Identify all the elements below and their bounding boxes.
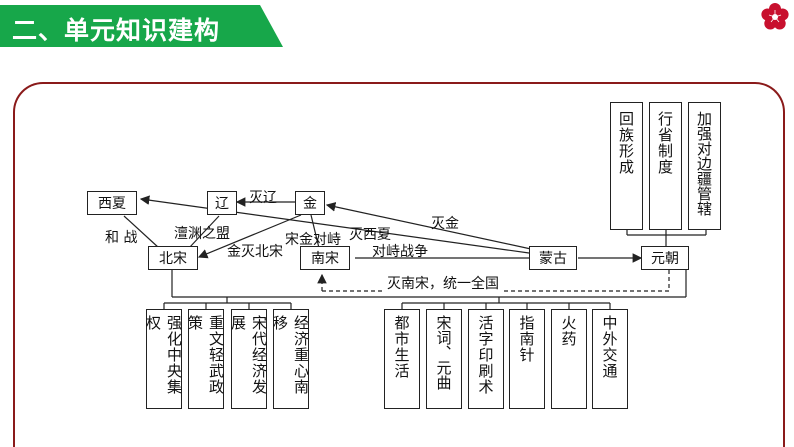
beisong-item: 宋代经济发展 bbox=[229, 309, 268, 409]
beisong-item: 强化中央集权 bbox=[144, 309, 183, 409]
nansong-item: 都市生活 bbox=[384, 309, 420, 409]
plum-blossom-icon bbox=[761, 3, 789, 30]
node-liao: 辽 bbox=[207, 191, 237, 215]
nansong-item: 中外交通 bbox=[592, 309, 628, 409]
yuan-item: 加强对边疆管辖 bbox=[688, 102, 721, 230]
label-songjin-duizhi: 宋金对峙 bbox=[285, 232, 341, 248]
nansong-item: 指南针 bbox=[509, 309, 545, 409]
node-menggu: 蒙古 bbox=[529, 246, 577, 270]
node-nansong: 南宋 bbox=[300, 246, 350, 270]
beisong-item: 经济重心南移 bbox=[271, 309, 310, 409]
nansong-item: 活字印刷术 bbox=[468, 309, 504, 409]
label-mie-liao: 灭辽 bbox=[249, 190, 277, 206]
node-yuanchao: 元朝 bbox=[641, 246, 689, 270]
label-mie-nansong: 灭南宋，统一全国 bbox=[385, 273, 501, 293]
label-jin-mie-beisong: 金灭北宋 bbox=[227, 244, 283, 260]
content-frame bbox=[13, 82, 785, 447]
title-banner: 二、单元知识建构 bbox=[0, 5, 283, 47]
page-title: 二、单元知识建构 bbox=[12, 16, 221, 45]
node-jin: 金 bbox=[295, 191, 325, 215]
label-duizhi-zhanzheng: 对峙战争 bbox=[372, 244, 428, 260]
knowledge-diagram: 西夏 辽 金 北宋 南宋 蒙古 元朝 和 战 澶渊之盟 灭辽 金灭北宋 宋金对峙… bbox=[69, 97, 721, 441]
node-beisong: 北宋 bbox=[148, 246, 198, 270]
label-chanyuan: 澶渊之盟 bbox=[174, 226, 230, 242]
label-he-zhan: 和 战 bbox=[105, 230, 138, 246]
label-mie-xixia: 灭西夏 bbox=[349, 227, 391, 243]
beisong-item: 重文轻武政策 bbox=[186, 309, 225, 409]
node-xixia: 西夏 bbox=[87, 191, 137, 215]
nansong-item: 火药 bbox=[551, 309, 587, 409]
label-mie-jin: 灭金 bbox=[431, 216, 459, 232]
yuan-item: 回族形成 bbox=[610, 102, 643, 230]
yuan-item: 行省制度 bbox=[649, 102, 682, 230]
nansong-item: 宋词、元曲 bbox=[426, 309, 462, 409]
